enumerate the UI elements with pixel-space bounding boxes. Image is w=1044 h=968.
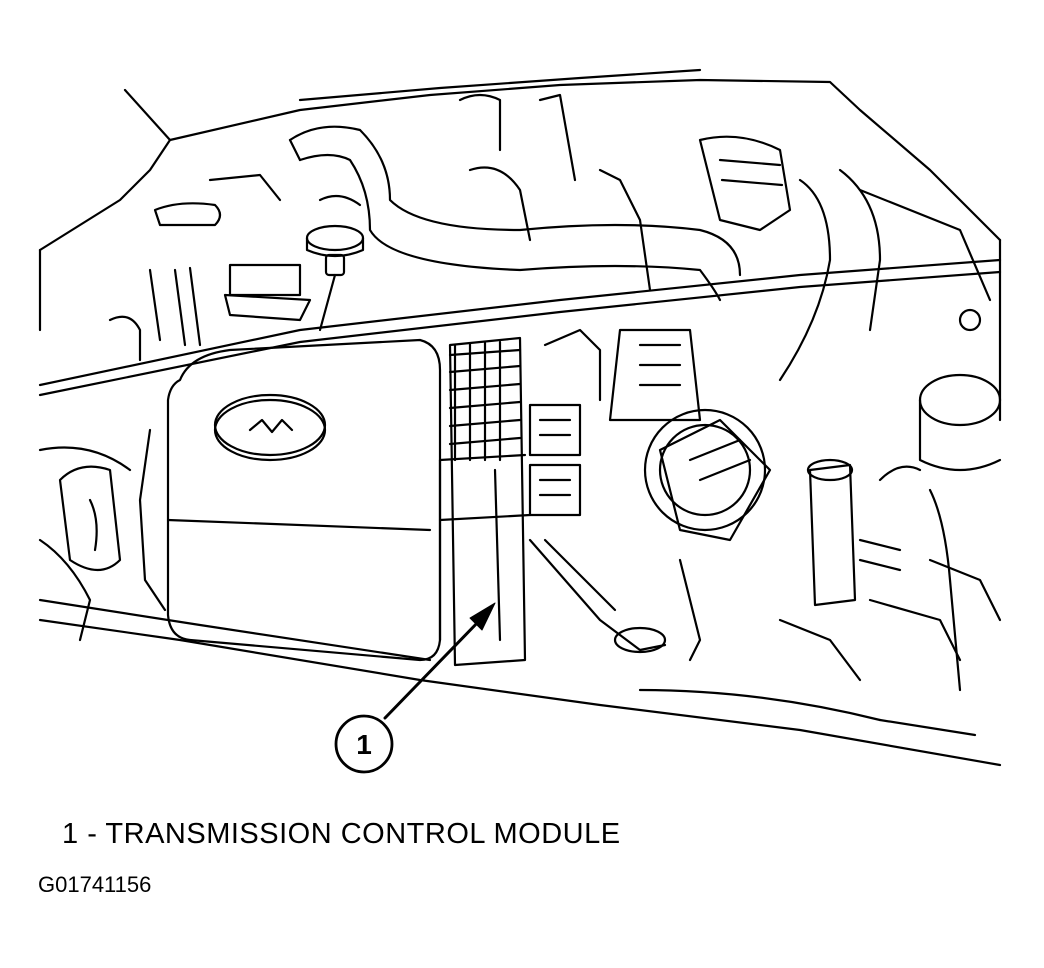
legend-entry-1: 1 - TRANSMISSION CONTROL MODULE	[62, 818, 621, 851]
callout-1-leader	[383, 602, 496, 720]
legend-number: 1	[62, 818, 79, 850]
legend-separator: -	[87, 818, 98, 850]
left-bay-components	[38, 173, 312, 642]
engine-compartment-illustration: 1	[38, 68, 1002, 774]
callout-1-number: 1	[356, 729, 372, 760]
radiator-cap	[305, 224, 365, 332]
throttle-body-assembly	[608, 328, 772, 662]
upper-hose	[288, 125, 742, 302]
coolant-reservoir	[138, 338, 442, 662]
hood-frame	[38, 68, 1002, 422]
figure-code: G01741156	[38, 872, 152, 897]
right-bay-components	[458, 93, 1002, 692]
callout-1-bubble: 1	[334, 714, 394, 774]
tcm-connectors	[528, 328, 667, 654]
front-crossmember	[38, 598, 1002, 767]
hood-prop-rod	[38, 258, 1002, 397]
transmission-control-module	[438, 336, 532, 667]
legend-text: TRANSMISSION CONTROL MODULE	[105, 818, 621, 850]
